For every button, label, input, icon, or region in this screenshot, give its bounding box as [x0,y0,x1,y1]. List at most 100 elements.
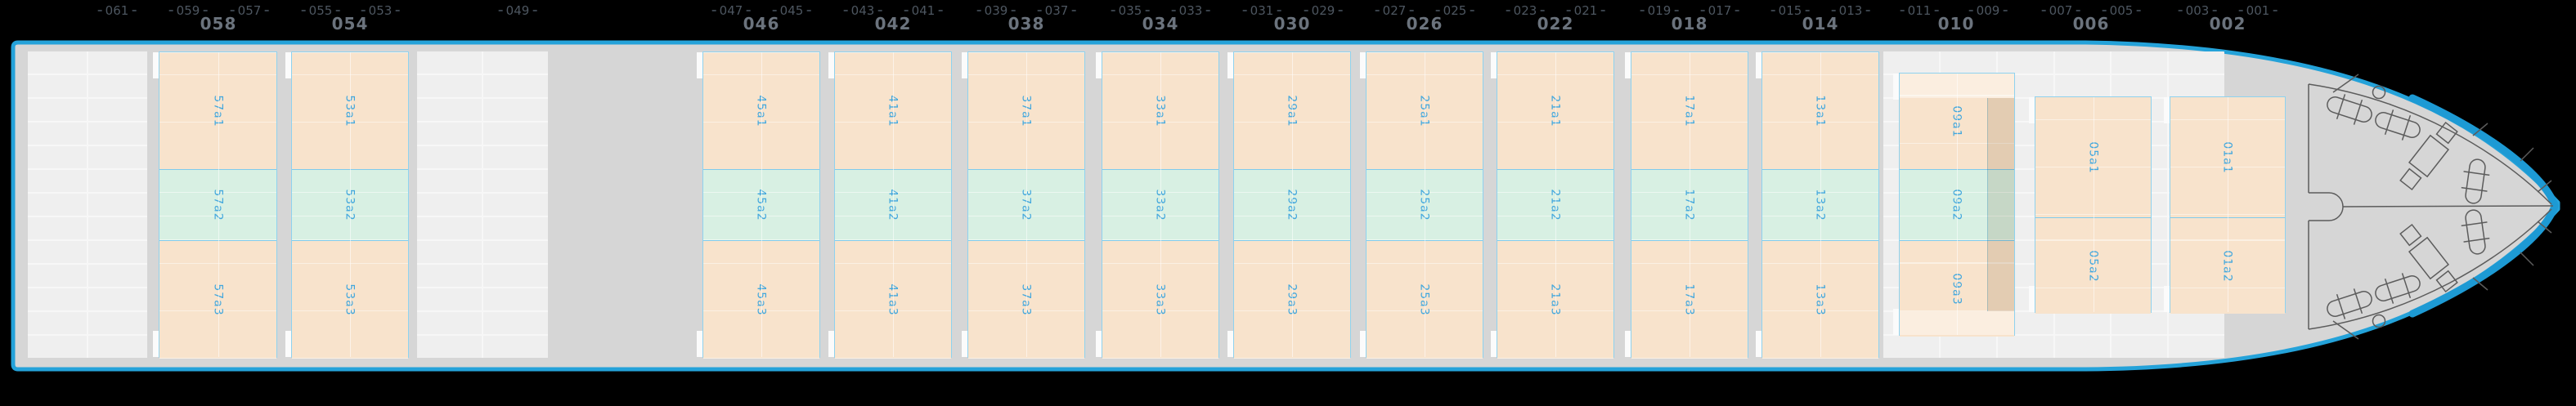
slot-cell [88,288,147,310]
slot-divider-line [1292,52,1293,357]
slot-cell [417,217,482,239]
bay-number-010: 010 [1937,14,1975,33]
slot-cell [28,75,87,97]
bay-number-003: 003 [2175,5,2220,17]
slot-cell [483,75,548,97]
slot-cell [28,336,87,358]
slot-divider-line [1555,52,1556,357]
bay-number-033: 033 [1169,5,1214,17]
slot-cell [28,265,87,287]
slot-cell [88,51,147,74]
bay-number-055: 055 [298,5,343,17]
slot-cell [483,288,548,310]
slot-cell [28,241,87,263]
slot-cell [417,123,482,145]
slot-cell [2169,51,2224,74]
bay-number-031: 031 [1240,5,1285,17]
slot-divider-line [218,52,219,357]
slot-cell [483,51,548,74]
slot-cell [417,170,482,192]
bay-number-029: 029 [1301,5,1346,17]
slot-cell [1883,336,1939,358]
bay-number-037: 037 [1034,5,1079,17]
slot-cell [417,194,482,216]
bay-number-046: 046 [743,14,780,33]
slot-divider-line [761,52,762,357]
slot-cell [88,217,147,239]
bay-number-023: 023 [1503,5,1548,17]
slot-cell [483,336,548,358]
slot-cell [1998,336,2053,358]
bay-number-035: 035 [1108,5,1153,17]
slot-cell [2169,312,2224,334]
slot-cell [2112,336,2167,358]
empty-slot-grid [417,51,548,358]
slot-cell [2169,75,2224,97]
slot-cell [2055,336,2111,358]
slot-cell [2112,51,2167,74]
bay-number-021: 021 [1564,5,1609,17]
slot-cell [2055,51,2111,74]
slot-divider-line [350,52,351,357]
slot-cell [1941,51,1996,74]
bay-number-049: 049 [496,5,541,17]
slot-cell [1941,336,1996,358]
slot-cell [417,146,482,168]
bay-number-009: 009 [1966,5,2011,17]
slot-cell [2055,312,2111,334]
bay-number-058: 058 [200,14,237,33]
bay-number-057: 057 [227,5,272,17]
slot-cell [483,123,548,145]
slot-cell [483,241,548,263]
bay-number-002: 002 [2209,14,2246,33]
slot-cell [88,241,147,263]
bay-number-041: 041 [901,5,946,17]
slot-cell [2112,75,2167,97]
slot-cell [417,241,482,263]
slot-cell [417,288,482,310]
slot-cell [88,336,147,358]
bay-number-006: 006 [2072,14,2110,33]
bay-number-015: 015 [1768,5,1813,17]
slot-cell [483,217,548,239]
empty-slot-grid [28,51,147,358]
slot-cell [483,170,548,192]
bay-number-019: 019 [1637,5,1682,17]
slot-cell [417,51,482,74]
bay-number-039: 039 [974,5,1019,17]
slot-cell [417,99,482,121]
slot-cell [28,312,87,334]
bay-number-030: 030 [1273,14,1311,33]
slot-cell [2055,75,2111,97]
slot-divider-line [893,52,894,357]
slot-divider-line [1026,52,1027,357]
bay-number-043: 043 [841,5,886,17]
bay-number-061: 061 [95,5,140,17]
slot-cell [88,146,147,168]
bay-number-022: 022 [1537,14,1574,33]
slot-cell [417,312,482,334]
slot-cell [28,217,87,239]
slot-divider-line [1160,52,1161,357]
bay-number-047: 047 [709,5,754,17]
slot-cell [417,336,482,358]
slot-cell [28,170,87,192]
bay-number-054: 054 [331,14,369,33]
